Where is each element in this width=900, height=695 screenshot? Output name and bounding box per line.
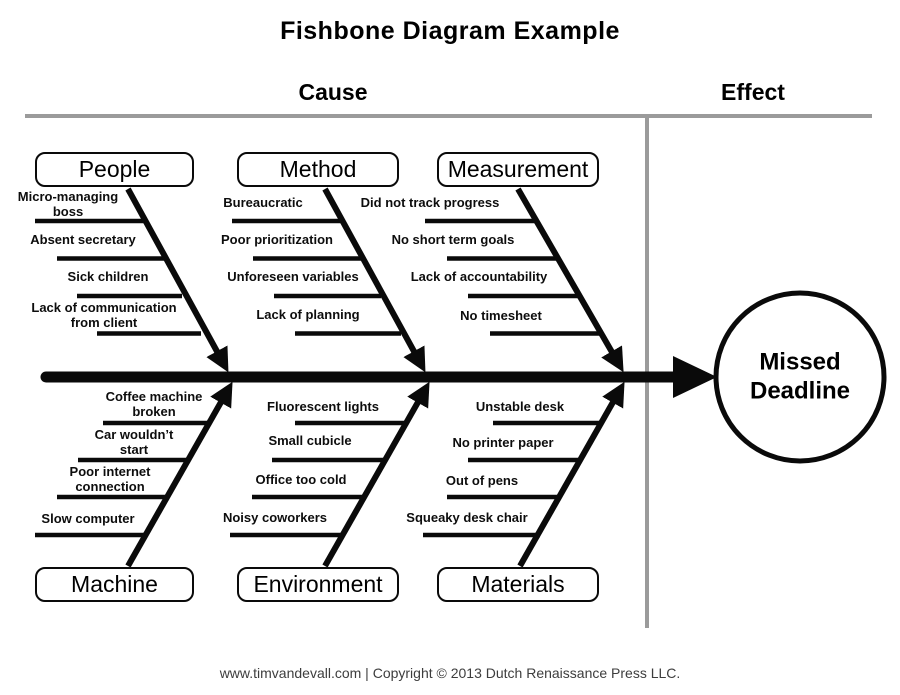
category-label: Method: [279, 156, 357, 182]
branch-arrow: [515, 187, 624, 373]
branch-lines-materials: [423, 381, 625, 568]
diagram-title: Fishbone Diagram Example: [280, 17, 620, 45]
cause-label: Poor internet connection: [69, 464, 151, 495]
effect-header: Effect: [721, 79, 785, 105]
category-label: Measurement: [447, 156, 589, 182]
cause-label: Poor prioritization: [221, 232, 333, 247]
category-box-materials: Materials: [437, 567, 599, 602]
footer-credit: www.timvandevall.com | Copyright © 2013 …: [219, 665, 681, 681]
cause-label: Did not track progress: [360, 195, 500, 210]
cause-label: Bureaucratic: [223, 195, 303, 210]
category-box-method: Method: [237, 152, 399, 187]
cause-label: Small cubicle: [268, 433, 352, 448]
branch-lines-people: [35, 187, 229, 373]
branch-lines-method: [232, 187, 426, 373]
cause-label: Fluorescent lights: [267, 399, 379, 414]
category-label: Machine: [71, 571, 158, 597]
cause-label: No printer paper: [452, 435, 554, 450]
cause-label: Coffee machine broken: [105, 389, 203, 420]
cause-label: Office too cold: [255, 472, 347, 487]
cause-label: No short term goals: [391, 232, 515, 247]
cause-label: Slow computer: [41, 511, 135, 526]
cause-label: No timesheet: [460, 308, 542, 323]
spine-arrow: [40, 356, 717, 398]
branch-lines-measurement: [425, 187, 624, 373]
cause-header: Cause: [298, 79, 368, 105]
cause-label: Unstable desk: [475, 399, 565, 414]
category-box-measurement: Measurement: [437, 152, 599, 187]
cause-label: Squeaky desk chair: [406, 510, 528, 525]
category-box-people: People: [35, 152, 194, 187]
cause-label: Absent secretary: [30, 232, 136, 247]
divider-vertical: [645, 114, 649, 628]
cause-label: Out of pens: [445, 473, 519, 488]
divider-horizontal: [25, 114, 872, 118]
cause-label: Micro-managing boss: [17, 189, 119, 220]
cause-label: Lack of communication from client: [31, 300, 177, 331]
category-label: Environment: [253, 571, 383, 597]
cause-label: Lack of accountability: [410, 269, 548, 284]
category-label: People: [78, 156, 151, 182]
effect-label: Missed Deadline: [749, 348, 851, 405]
category-label: Materials: [471, 571, 565, 597]
cause-label: Unforeseen variables: [227, 269, 359, 284]
branch-arrow: [322, 187, 426, 373]
cause-label: Car wouldn’t start: [94, 427, 174, 458]
category-box-machine: Machine: [35, 567, 194, 602]
category-box-environment: Environment: [237, 567, 399, 602]
branch-lines-machine: [35, 381, 233, 568]
cause-label: Noisy coworkers: [222, 510, 328, 525]
cause-label: Lack of planning: [256, 307, 360, 322]
branch-arrow: [125, 187, 229, 373]
cause-label: Sick children: [67, 269, 149, 284]
branch-lines-environment: [230, 381, 430, 568]
effect-circle: [713, 290, 887, 464]
